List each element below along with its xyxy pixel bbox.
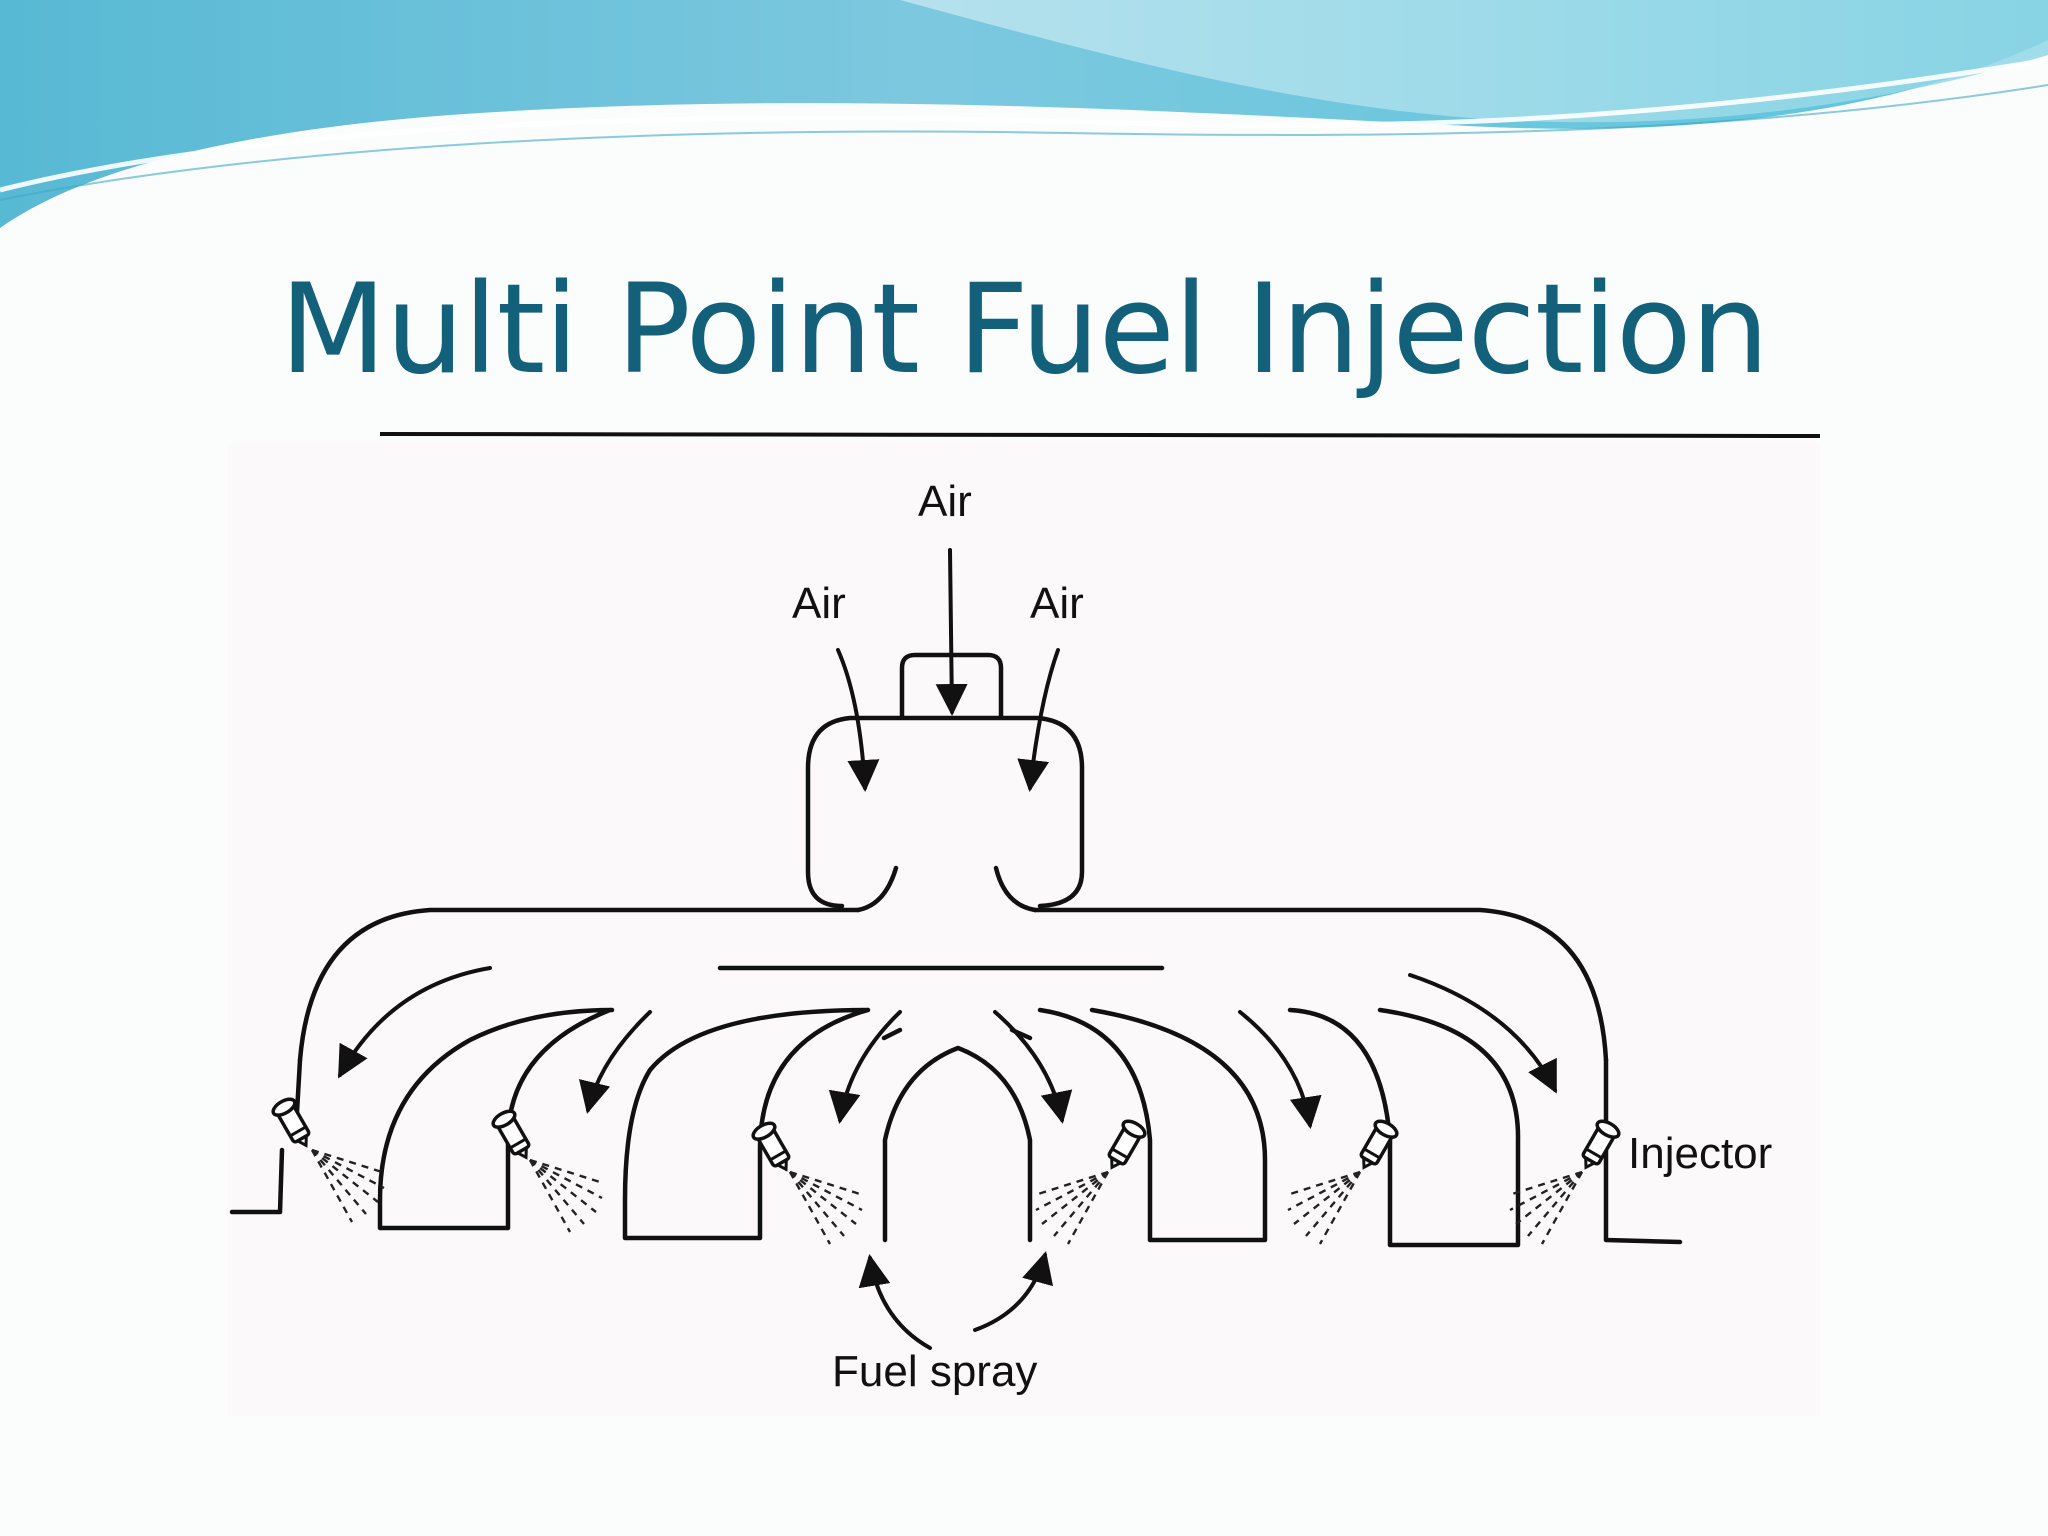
manifold-upper-left — [297, 907, 861, 1063]
header-wave-decoration — [0, 0, 2048, 228]
manifold-upper-right — [1032, 907, 1609, 1063]
fuel-spray-label: Fuel spray — [832, 1347, 1037, 1396]
injector-label: Injector — [1628, 1129, 1772, 1178]
center-divider — [882, 1045, 1033, 1243]
flow-arrow-5 — [1238, 1010, 1322, 1129]
air-arrow-left — [836, 648, 880, 792]
figure-background — [228, 442, 1820, 1416]
figure-top-rule — [379, 432, 1821, 438]
air-label-top: Air — [918, 477, 972, 526]
runner-4 — [1037, 1007, 1268, 1243]
flow-arrow-3 — [828, 1010, 902, 1124]
flow-arrow-4 — [993, 1010, 1073, 1124]
base-left-stub — [229, 1147, 285, 1215]
air-arrow-right — [1017, 648, 1060, 792]
runner-5 — [1287, 1007, 1521, 1248]
flow-arrow-1 — [338, 966, 492, 1079]
air-label-right: Air — [1030, 579, 1084, 628]
flow-arrow-2 — [578, 1010, 652, 1114]
air-label-left: Air — [792, 579, 846, 628]
fuel-spray-leader-right — [973, 1251, 1054, 1332]
flow-arrow-6 — [1408, 973, 1557, 1094]
air-arrow-top — [935, 548, 968, 716]
runner-1-inner — [377, 1007, 615, 1231]
slide-title: Multi Point Fuel Injection — [279, 258, 1770, 402]
runner-1-outer — [294, 1057, 303, 1115]
plenum-neck-left — [855, 865, 899, 913]
fuel-spray-leader-left — [858, 1254, 932, 1350]
runner-6 — [1603, 1057, 1683, 1245]
plenum-chamber — [805, 715, 1085, 909]
runner-3 — [622, 1007, 871, 1241]
plenum-neck-right — [993, 865, 1038, 913]
